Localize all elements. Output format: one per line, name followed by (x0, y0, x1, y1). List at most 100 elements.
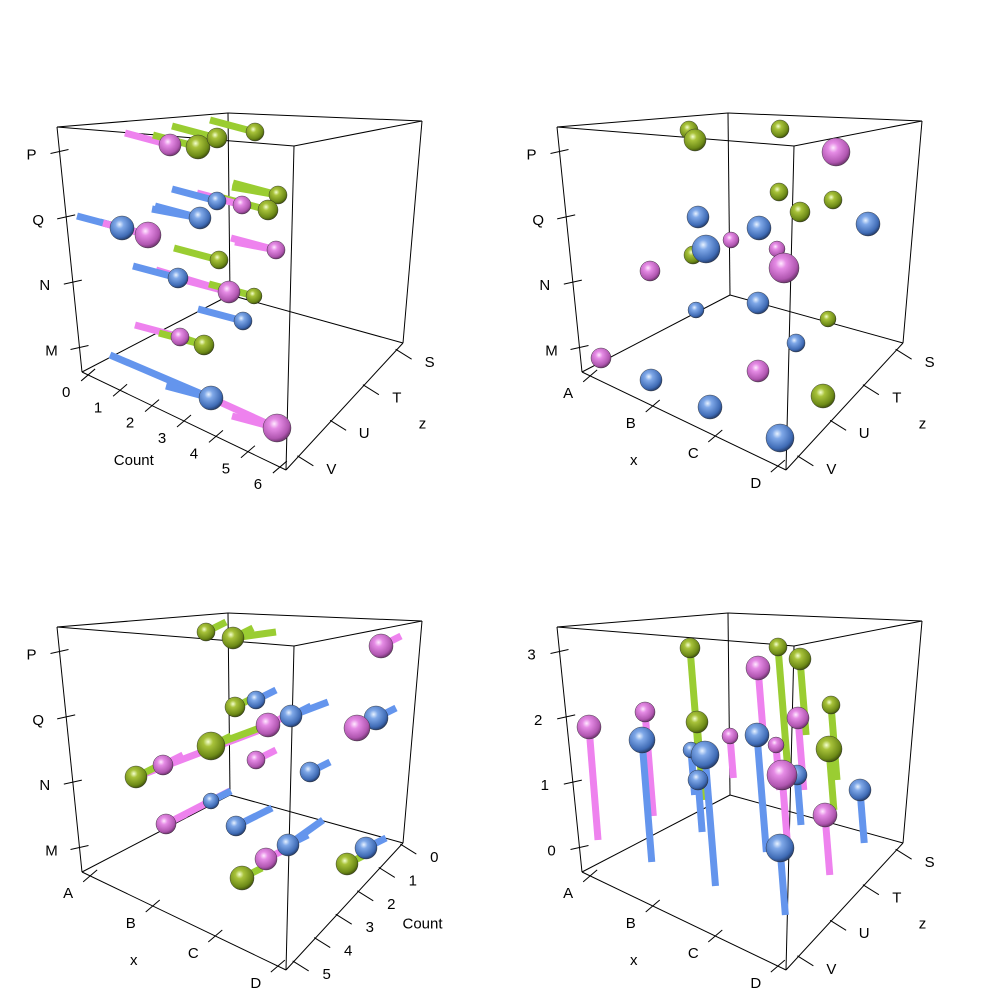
z-tick-label: V (826, 961, 836, 978)
sphere-point (634, 701, 656, 723)
plot-bottom-right (540, 610, 940, 1000)
sphere-point (687, 301, 705, 319)
x-tick-label: D (750, 975, 761, 992)
x-tick-label: 1 (94, 399, 102, 416)
sphere-point (788, 647, 812, 671)
x-tick-label: B (626, 915, 636, 932)
sphere-point (225, 815, 247, 837)
sphere-point (202, 792, 220, 810)
x-axis-title: x (630, 952, 638, 969)
sphere-point (335, 852, 359, 876)
sphere-point (124, 765, 148, 789)
sphere-point (679, 637, 701, 659)
sphere-point (821, 137, 851, 167)
sphere-point (765, 423, 795, 453)
x-tick-label: B (626, 415, 636, 432)
z-axis-title: Count (402, 915, 443, 932)
z-tick-label: 0 (430, 849, 438, 866)
sphere-point (768, 637, 788, 657)
plot-top-left (40, 110, 440, 500)
sphere-point (770, 119, 790, 139)
z-tick-label: 2 (387, 896, 395, 913)
sphere-point (245, 122, 265, 142)
sphere-point (193, 334, 215, 356)
x-tick-label: D (750, 475, 761, 492)
x-tick-label: D (250, 975, 261, 992)
z-tick-label: S (425, 354, 435, 371)
y-tick-label: 2 (534, 712, 542, 729)
points-bottom-left (124, 618, 403, 891)
sphere-point (815, 735, 843, 763)
x-axis-title: x (630, 452, 638, 469)
z-tick-label: S (925, 854, 935, 871)
z-tick-label: T (892, 390, 901, 407)
z-tick-label: U (859, 425, 870, 442)
stem-line (585, 726, 602, 841)
y-tick-label: 3 (527, 646, 535, 663)
z-tick-label: U (359, 425, 370, 442)
x-tick-label: 5 (222, 461, 230, 478)
sphere-point (354, 836, 378, 860)
sphere-point (721, 727, 739, 745)
x-tick-label: 4 (190, 445, 198, 462)
sphere-point (789, 201, 811, 223)
y-tick-label: P (26, 146, 36, 163)
sphere-point (810, 383, 836, 409)
plot-bottom-left (40, 610, 440, 1000)
points-top-left (76, 116, 292, 443)
points-bottom-right (576, 637, 872, 916)
sphere-point (821, 695, 841, 715)
sphere-point (246, 750, 266, 770)
points-top-right (590, 119, 881, 453)
sphere-point (185, 134, 211, 160)
y-tick-label: Q (32, 712, 44, 729)
x-axis-title: Count (114, 452, 155, 469)
z-tick-label: V (826, 461, 836, 478)
y-tick-label: Q (532, 212, 544, 229)
sphere-point (158, 133, 182, 157)
sphere-point (255, 712, 281, 738)
sphere-point (639, 368, 663, 392)
z-tick-label: S (925, 354, 935, 371)
z-tick-label: 3 (366, 919, 374, 936)
sphere-point (170, 327, 190, 347)
x-tick-label: 2 (126, 415, 134, 432)
x-tick-label: 0 (62, 384, 70, 401)
sphere-point (685, 710, 709, 734)
sphere-point (152, 754, 174, 776)
sphere-point (746, 291, 770, 315)
y-tick-label: Q (32, 212, 44, 229)
sphere-point (722, 231, 740, 249)
sphere-point (198, 385, 224, 411)
sphere-point (196, 622, 216, 642)
sphere-point (109, 215, 135, 241)
sphere-point (855, 211, 881, 237)
sphere-point (823, 190, 843, 210)
sphere-point (687, 769, 709, 791)
y-tick-label: P (526, 146, 536, 163)
z-tick-label: T (392, 390, 401, 407)
y-tick-label: M (45, 842, 58, 859)
sphere-point (254, 847, 278, 871)
x-tick-label: C (188, 945, 199, 962)
plot-top-right (540, 110, 940, 500)
sphere-point (819, 310, 837, 328)
z-axis-title: z (419, 415, 427, 432)
sphere-point (207, 191, 227, 211)
z-tick-label: U (859, 925, 870, 942)
z-tick-label: 5 (323, 966, 331, 983)
y-tick-label: M (545, 342, 558, 359)
z-tick-label: 1 (409, 872, 417, 889)
x-tick-label: A (63, 885, 73, 902)
z-tick-label: V (326, 461, 336, 478)
sphere-point (576, 714, 602, 740)
y-tick-label: N (39, 277, 50, 294)
sphere-point (744, 722, 770, 748)
sphere-point (245, 287, 263, 305)
sphere-point (276, 833, 300, 857)
sphere-point (217, 280, 241, 304)
sphere-point (683, 128, 707, 152)
